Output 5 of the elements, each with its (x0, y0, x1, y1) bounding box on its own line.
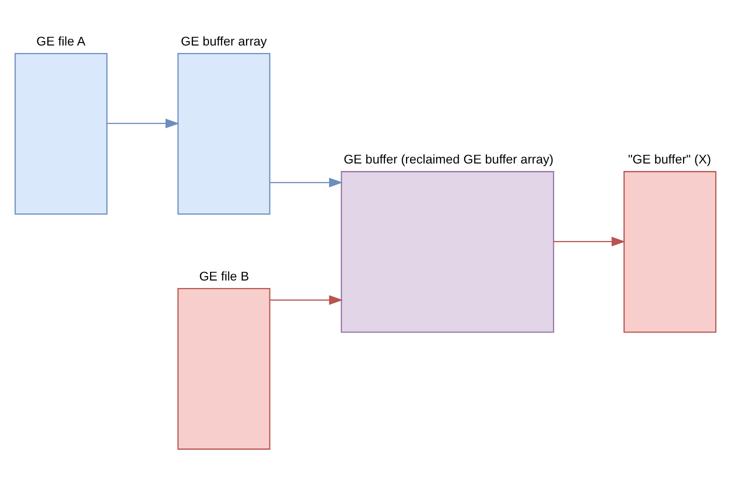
node-label: "GE buffer" (X) (628, 152, 712, 166)
node-label: GE buffer array (180, 34, 267, 48)
node-label: GE file B (199, 268, 249, 283)
node-label: GE file A (36, 34, 86, 48)
node-label: GE buffer (reclaimed GE buffer array) (344, 152, 554, 166)
